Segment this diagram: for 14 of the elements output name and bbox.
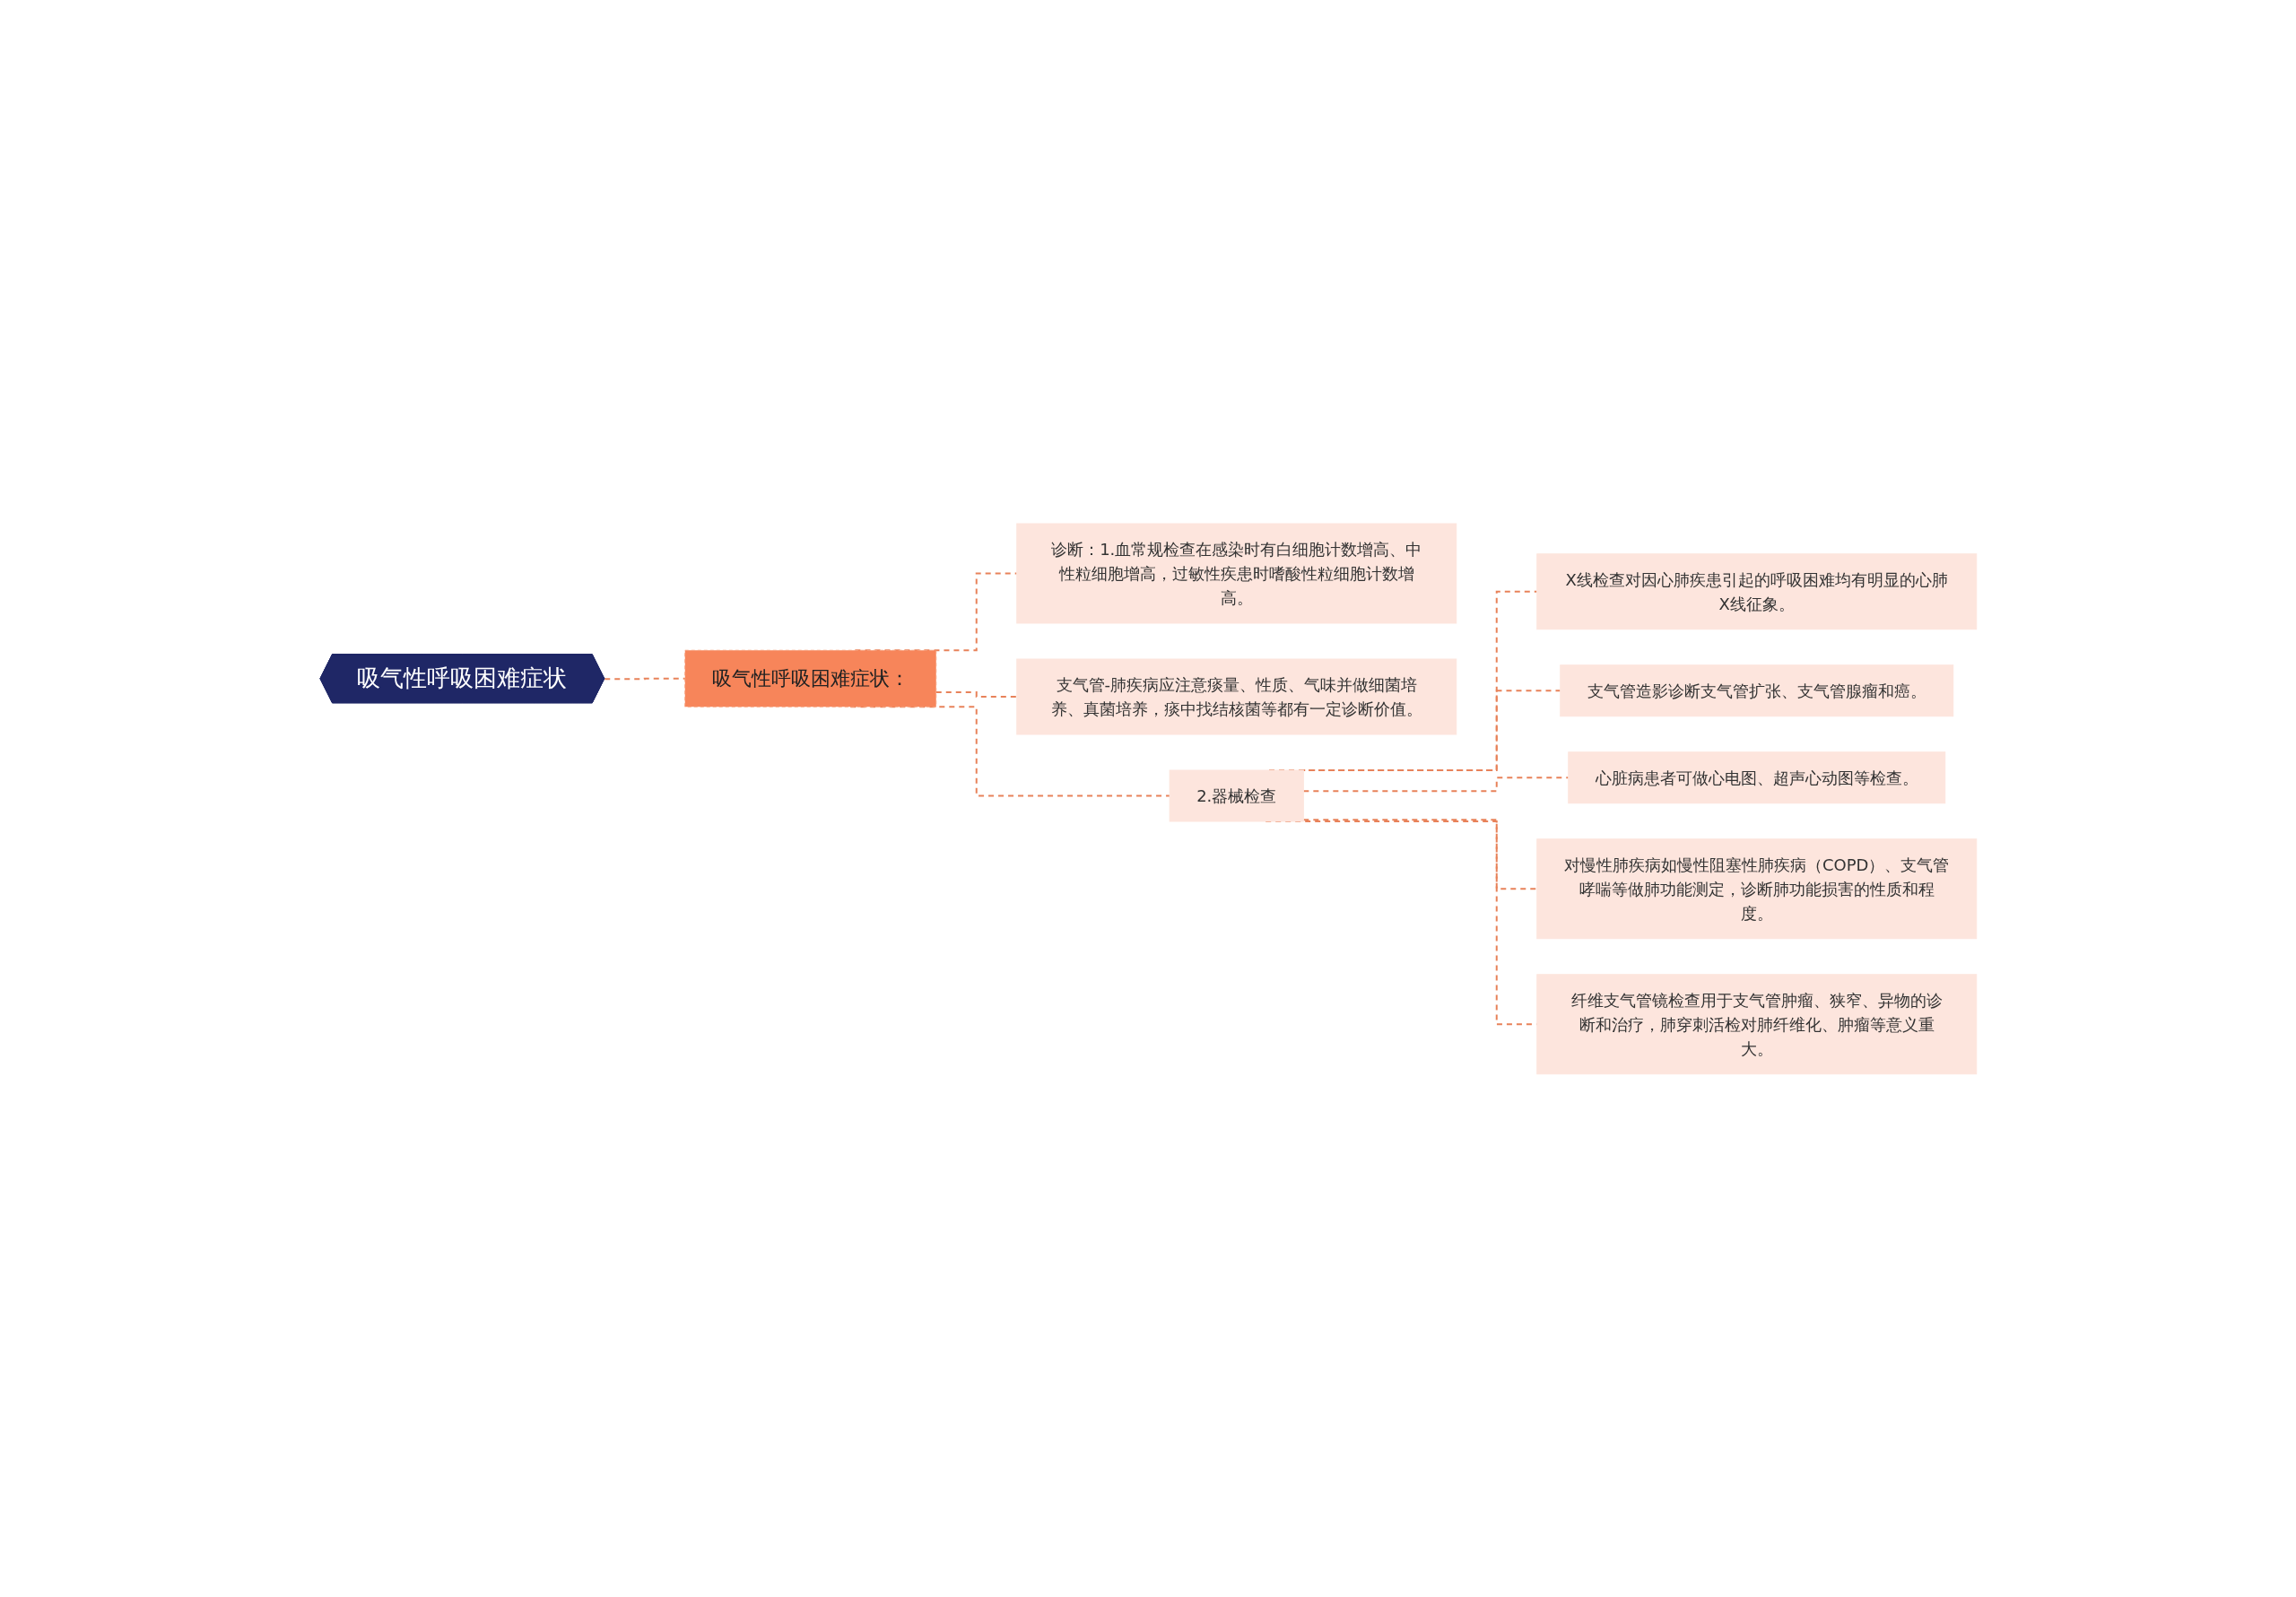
node-box: 支气管造影诊断支气管扩张、支气管腺瘤和癌。 <box>1559 664 1953 716</box>
node-box: 诊断：1.血常规检查在感染时有白细胞计数增高、中性粒细胞增高，过敏性疾患时嗜酸性粒细胞计数增高。 <box>1015 523 1457 624</box>
connector <box>935 690 1018 698</box>
node-box: 对慢性肺疾病如慢性阻塞性肺疾病（COPD）、支气管哮喘等做肺功能测定，诊断肺功能损害的性质和程度。 <box>1535 838 1977 939</box>
node-box: 吸气性呼吸困难症状： <box>683 649 936 707</box>
connector <box>603 677 686 680</box>
node-box: 2.器械检查 <box>1169 769 1304 822</box>
node-box: 心脏病患者可做心电图、超声心动图等检查。 <box>1567 751 1945 803</box>
connector <box>848 705 1170 797</box>
connector <box>1301 776 1570 792</box>
node-box: X线检查对因心肺疾患引起的呼吸困难均有明显的心肺X线征象。 <box>1535 552 1977 629</box>
node-box: 纤维支气管镜检查用于支气管肿瘤、狭窄、异物的诊断和治疗，肺穿刺活检对肺纤维化、肿瘤等意义重大。 <box>1535 973 1977 1074</box>
node-box: 支气管-肺疾病应注意痰量、性质、气味并做细菌培养、真菌培养，痰中找结核菌等都有一定诊断价值。 <box>1015 658 1457 735</box>
connector <box>1301 818 1538 890</box>
